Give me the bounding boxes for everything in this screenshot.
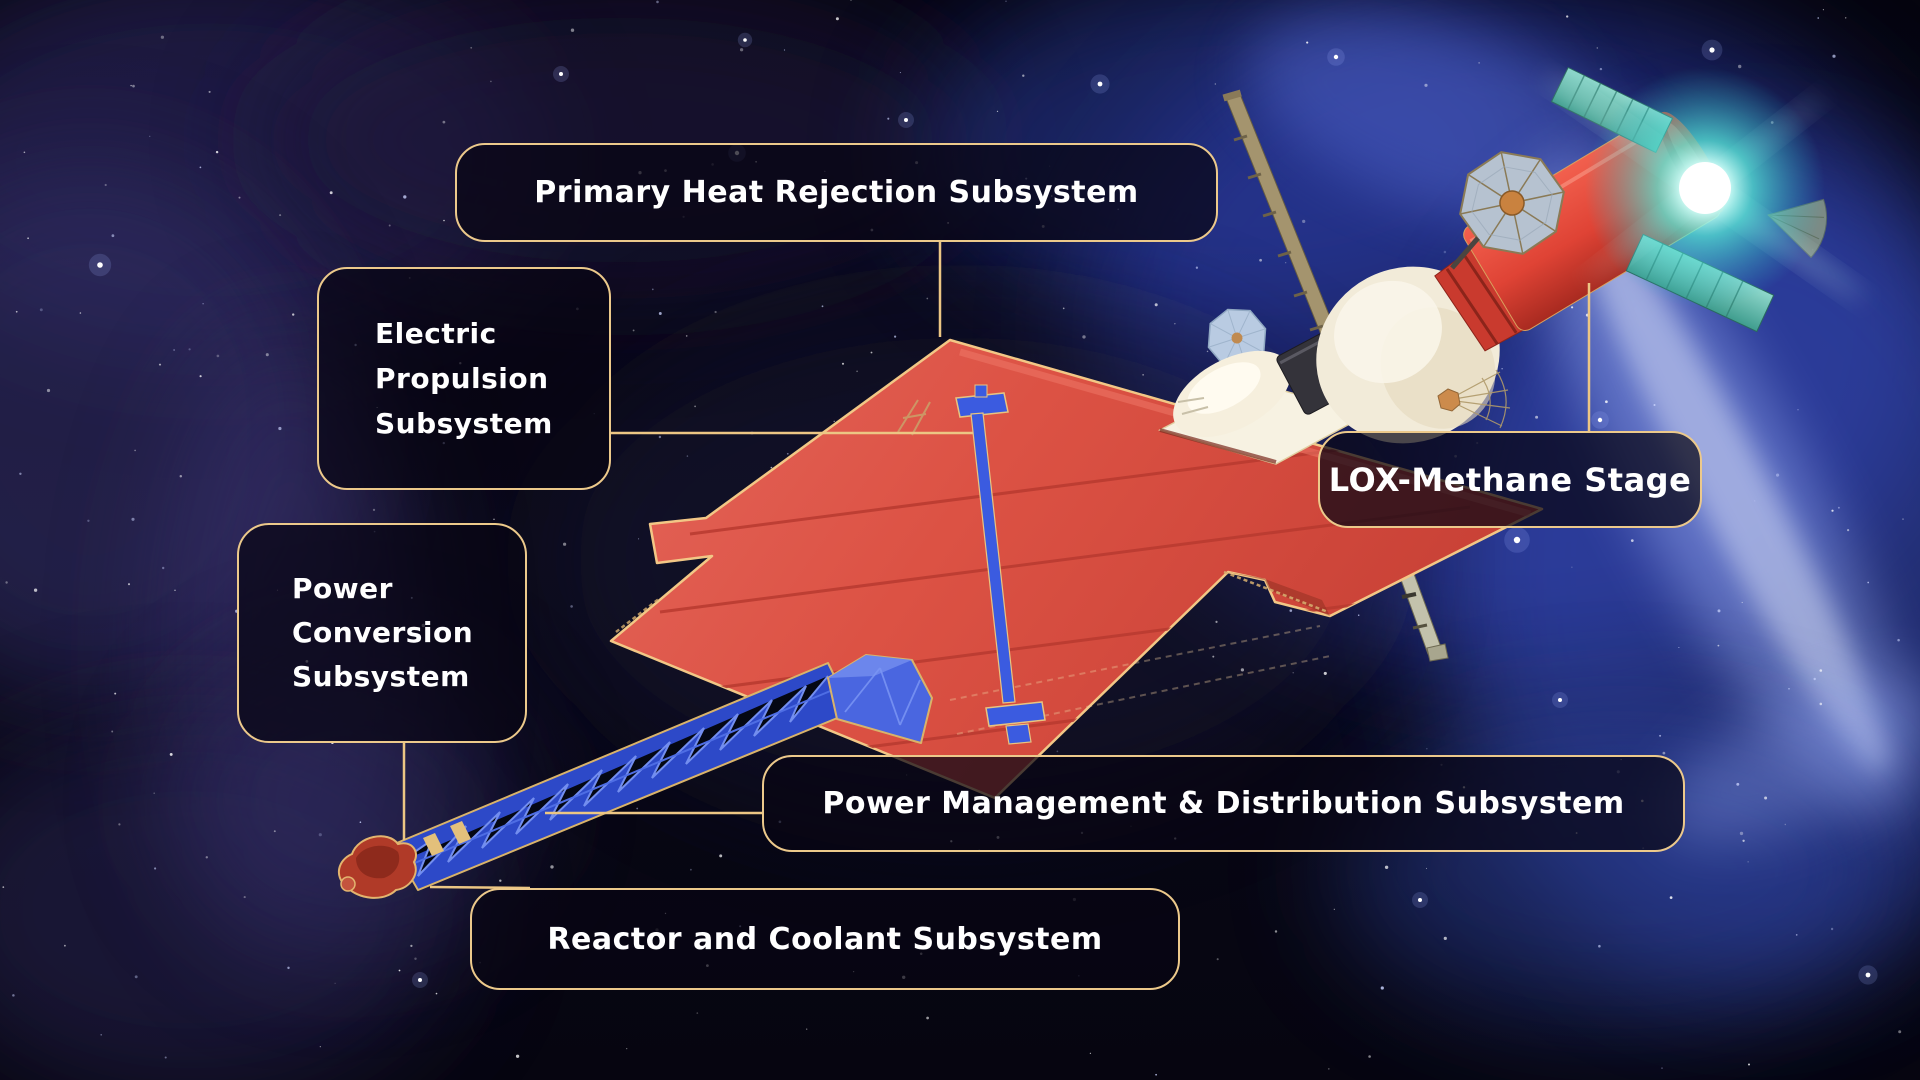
propellant-tank-small <box>1173 350 1291 438</box>
callout-label: Power Management & Distribution Subsyste… <box>822 786 1625 821</box>
callout-electric-propulsion: Electric Propulsion Subsystem <box>317 267 611 490</box>
callout-power-conversion: Power Conversion Subsystem <box>237 523 527 743</box>
wire-dish-antenna <box>1437 369 1511 429</box>
connector-reactor-coolant <box>429 885 531 890</box>
thruster-boom <box>955 384 1046 745</box>
callout-label: Power Conversion Subsystem <box>292 572 474 693</box>
callout-reactor-coolant: Reactor and Coolant Subsystem <box>470 888 1180 990</box>
callout-label: Primary Heat Rejection Subsystem <box>534 175 1139 210</box>
callout-label: Electric Propulsion Subsystem <box>375 317 553 440</box>
gimbal-struts <box>897 399 931 436</box>
callout-label: LOX-Methane Stage <box>1328 460 1692 499</box>
solar-boom-upper <box>1222 89 1341 348</box>
reactor <box>337 835 417 899</box>
dish-antenna <box>1459 151 1565 255</box>
callout-lox-methane-stage: LOX-Methane Stage <box>1318 431 1702 528</box>
dish-strut <box>1450 236 1480 270</box>
callout-primary-heat-rejection: Primary Heat Rejection Subsystem <box>455 143 1218 242</box>
engine-glare <box>1545 68 1865 308</box>
connector-lines <box>402 241 1591 890</box>
callout-label: Reactor and Coolant Subsystem <box>547 921 1103 957</box>
truss-slab <box>827 654 933 744</box>
callout-power-management-distribution: Power Management & Distribution Subsyste… <box>762 755 1685 852</box>
habitat-dome <box>1316 266 1500 444</box>
